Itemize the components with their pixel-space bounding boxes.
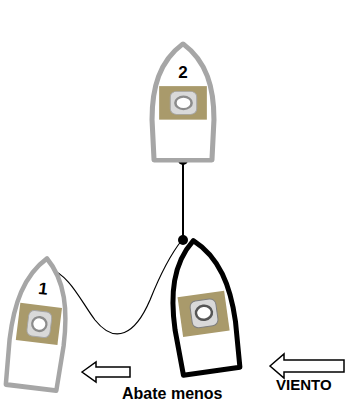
- line-dot: [178, 235, 188, 245]
- wind-label: VIENTO: [276, 377, 332, 392]
- boat-number: 2: [150, 64, 216, 81]
- boat: 2: [150, 42, 216, 162]
- boat-hull: [2, 253, 76, 393]
- boat: 1: [2, 253, 76, 393]
- tow-line: [182, 160, 184, 240]
- drift-label: Abate menos: [122, 386, 222, 402]
- mooring-line: [48, 240, 182, 334]
- boat-hull: [150, 42, 216, 162]
- wind-arrow: [270, 354, 344, 378]
- center-boat: [163, 236, 242, 375]
- drift-arrow: [82, 362, 130, 382]
